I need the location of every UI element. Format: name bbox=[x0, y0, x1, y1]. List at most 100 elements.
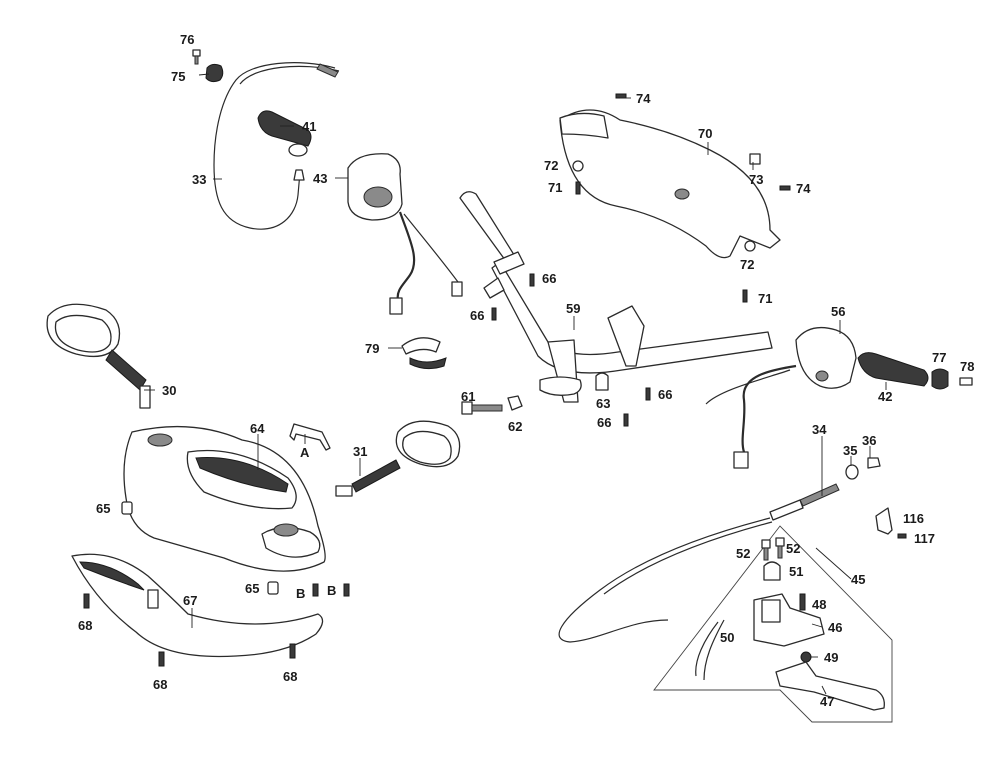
label-b2: B bbox=[327, 583, 336, 598]
nut-36 bbox=[867, 457, 881, 469]
label-51: 51 bbox=[789, 564, 803, 579]
grip-42 bbox=[857, 352, 929, 387]
label-116: 116 bbox=[903, 511, 924, 526]
label-65a: 65 bbox=[96, 501, 110, 516]
label-67: 67 bbox=[183, 593, 197, 608]
label-66c: 66 bbox=[658, 387, 672, 402]
brake-cable-34 bbox=[558, 483, 840, 643]
adjuster-35 bbox=[845, 464, 859, 480]
leader-lines bbox=[144, 73, 887, 695]
label-65b: 65 bbox=[245, 581, 259, 596]
left-switch-56 bbox=[705, 326, 857, 469]
mirror-31 bbox=[335, 420, 461, 497]
label-31: 31 bbox=[353, 444, 367, 459]
handlebar-cover-64 bbox=[123, 425, 326, 572]
screw-78 bbox=[959, 377, 973, 386]
label-76: 76 bbox=[180, 32, 194, 47]
label-36: 36 bbox=[862, 433, 876, 448]
label-b1: B bbox=[296, 586, 305, 601]
nut-75 bbox=[205, 63, 224, 83]
label-52b: 52 bbox=[786, 541, 800, 556]
label-66a: 66 bbox=[542, 271, 556, 286]
screw-68a bbox=[83, 593, 90, 609]
label-74a: 74 bbox=[636, 91, 651, 106]
label-48: 48 bbox=[812, 597, 826, 612]
label-49: 49 bbox=[824, 650, 838, 665]
clamp-63 bbox=[595, 372, 609, 391]
switch-wire-50 bbox=[695, 619, 725, 681]
screw-68b bbox=[158, 651, 165, 667]
clip-65a bbox=[121, 501, 133, 515]
screw-b1 bbox=[312, 583, 319, 597]
screw-66b bbox=[491, 307, 497, 321]
label-74b: 74 bbox=[796, 181, 811, 196]
part-labels: 76 75 33 41 43 79 30 64 A 31 65 65 B B 6… bbox=[78, 32, 974, 709]
label-35: 35 bbox=[843, 443, 857, 458]
label-71b: 71 bbox=[758, 291, 772, 306]
cable-band-79 bbox=[401, 337, 447, 370]
screw-66d bbox=[623, 413, 629, 427]
brake-lever-47 bbox=[775, 661, 885, 711]
screw-74a bbox=[615, 93, 627, 99]
lower-cover-67 bbox=[71, 553, 324, 658]
label-33: 33 bbox=[192, 172, 206, 187]
label-61: 61 bbox=[461, 389, 475, 404]
screw-74b bbox=[779, 185, 791, 191]
label-66d: 66 bbox=[597, 415, 611, 430]
screw-71a bbox=[575, 181, 581, 195]
screw-73 bbox=[749, 153, 761, 165]
pin-49 bbox=[800, 651, 812, 663]
label-43: 43 bbox=[313, 171, 327, 186]
label-59: 59 bbox=[566, 301, 580, 316]
label-73: 73 bbox=[749, 172, 763, 187]
nut-62 bbox=[507, 395, 523, 411]
assembly-frame-45 bbox=[653, 525, 893, 723]
label-75: 75 bbox=[171, 69, 185, 84]
nut-72a bbox=[572, 160, 584, 172]
nut-72b bbox=[744, 240, 756, 252]
label-62: 62 bbox=[508, 419, 522, 434]
screw-52b bbox=[775, 537, 785, 559]
label-117: 117 bbox=[914, 531, 935, 546]
label-52a: 52 bbox=[736, 546, 750, 561]
label-47: 47 bbox=[820, 694, 834, 709]
bar-end-77 bbox=[931, 368, 949, 390]
label-a: A bbox=[300, 445, 310, 460]
label-34: 34 bbox=[812, 422, 827, 437]
screw-48 bbox=[799, 593, 806, 611]
throttle-cable-33 bbox=[213, 62, 340, 230]
master-cylinder-46 bbox=[753, 593, 825, 647]
label-71a: 71 bbox=[548, 180, 562, 195]
label-68c: 68 bbox=[283, 669, 297, 684]
label-68b: 68 bbox=[153, 677, 167, 692]
label-72a: 72 bbox=[544, 158, 558, 173]
rear-cover-70 bbox=[559, 109, 781, 259]
label-64: 64 bbox=[250, 421, 265, 436]
right-switch-43 bbox=[347, 153, 463, 315]
screw-66a bbox=[529, 273, 535, 287]
label-50: 50 bbox=[720, 630, 734, 645]
screw-b2 bbox=[343, 583, 350, 597]
label-66b: 66 bbox=[470, 308, 484, 323]
label-72b: 72 bbox=[740, 257, 754, 272]
handlebar-59 bbox=[459, 191, 773, 403]
label-63: 63 bbox=[596, 396, 610, 411]
screw-71b bbox=[742, 289, 748, 303]
label-42: 42 bbox=[878, 389, 892, 404]
label-46: 46 bbox=[828, 620, 842, 635]
screw-66c bbox=[645, 387, 651, 401]
screw-117 bbox=[897, 533, 907, 539]
label-41: 41 bbox=[302, 119, 316, 134]
label-30: 30 bbox=[162, 383, 176, 398]
bracket-a bbox=[289, 423, 331, 451]
mirror-30 bbox=[46, 303, 151, 409]
screw-76 bbox=[192, 49, 201, 65]
bolt-61 bbox=[461, 401, 503, 415]
throttle-grip-41 bbox=[257, 110, 312, 157]
clip-65b bbox=[267, 581, 279, 595]
label-78: 78 bbox=[960, 359, 974, 374]
screw-52a bbox=[761, 539, 771, 561]
label-79: 79 bbox=[365, 341, 379, 356]
bracket-116 bbox=[875, 507, 893, 535]
